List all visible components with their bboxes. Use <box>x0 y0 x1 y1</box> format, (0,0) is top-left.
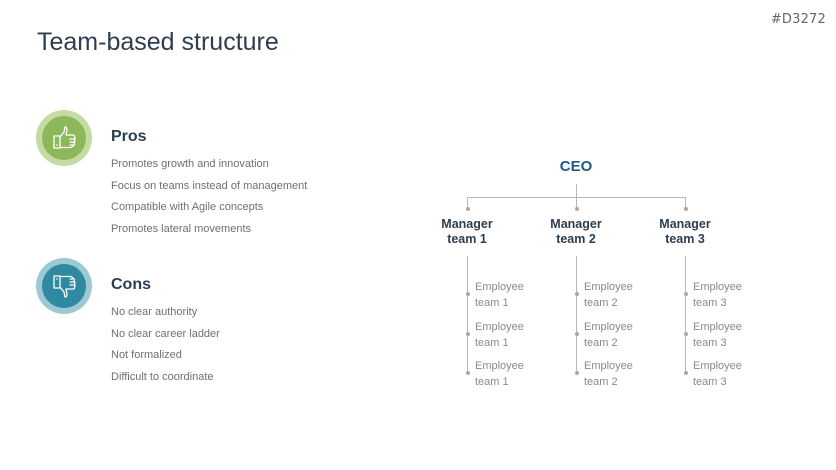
org-node-employee: Employee team 3 <box>693 358 742 390</box>
team-2-line <box>576 256 577 374</box>
employee-team: team 3 <box>693 376 727 388</box>
cons-list: No clear authority No clear career ladde… <box>111 305 220 391</box>
manager-label: Manager <box>550 217 602 231</box>
employee-team: team 2 <box>584 337 618 349</box>
employee-dot <box>574 371 579 375</box>
cons-heading: Cons <box>111 276 151 293</box>
org-node-employee: Employee team 1 <box>475 279 524 311</box>
org-node-employee: Employee team 2 <box>584 358 633 390</box>
pros-badge <box>36 110 92 166</box>
thumbs-up-icon <box>53 126 76 149</box>
connector-ceo-vertical <box>576 184 577 197</box>
employee-dot <box>683 292 688 296</box>
pros-heading: Pros <box>111 128 147 145</box>
manager-team: team 2 <box>556 232 596 246</box>
pros-item: Promotes lateral movements <box>111 222 251 235</box>
manager-label: Manager <box>659 217 711 231</box>
page-title: Team-based structure <box>37 28 279 56</box>
employee-team: team 1 <box>475 337 509 349</box>
manager-team: team 3 <box>665 232 705 246</box>
connector-m1 <box>467 197 468 208</box>
employee-team: team 1 <box>475 297 509 309</box>
employee-team: team 1 <box>475 376 509 388</box>
team-1-line <box>467 256 468 374</box>
team-3-line <box>685 256 686 374</box>
org-node-manager-1: Manager team 1 <box>422 217 512 247</box>
org-node-ceo: CEO <box>559 158 593 175</box>
org-node-employee: Employee team 3 <box>693 279 742 311</box>
pros-item: Promotes growth and innovation <box>111 158 269 170</box>
org-node-manager-3: Manager team 3 <box>640 217 730 247</box>
manager-team: team 1 <box>447 232 487 246</box>
employee-dot <box>465 332 470 336</box>
connector-dot <box>683 207 688 211</box>
cons-item: Difficult to coordinate <box>111 370 214 383</box>
pros-item: Compatible with Agile concepts <box>111 201 264 213</box>
org-node-manager-2: Manager team 2 <box>531 217 621 247</box>
thumbs-down-icon <box>53 275 76 298</box>
cons-item: No clear authority <box>111 306 198 318</box>
org-node-employee: Employee team 2 <box>584 279 633 311</box>
org-node-employee: Employee team 1 <box>475 319 524 351</box>
connector-dot <box>465 207 470 211</box>
employee-team: team 3 <box>693 337 727 349</box>
slide-id: #D3272 <box>770 12 826 27</box>
manager-label: Manager <box>441 217 493 231</box>
employee-label: Employee <box>475 321 524 333</box>
employee-dot <box>465 292 470 296</box>
employee-team: team 2 <box>584 297 618 309</box>
employee-label: Employee <box>693 360 742 372</box>
employee-label: Employee <box>584 321 633 333</box>
cons-item: Not formalized <box>111 349 182 361</box>
employee-label: Employee <box>584 360 633 372</box>
employee-label: Employee <box>693 281 742 293</box>
employee-label: Employee <box>584 281 633 293</box>
employee-label: Employee <box>475 360 524 372</box>
employee-dot <box>683 371 688 375</box>
connector-dot <box>574 207 579 211</box>
cons-badge <box>36 258 92 314</box>
employee-dot <box>465 371 470 375</box>
cons-item: No clear career ladder <box>111 327 220 340</box>
employee-label: Employee <box>693 321 742 333</box>
employee-team: team 3 <box>693 297 727 309</box>
connector-m3 <box>685 197 686 208</box>
employee-dot <box>683 332 688 336</box>
pros-list: Promotes growth and innovation Focus on … <box>111 157 307 243</box>
employee-team: team 2 <box>584 376 618 388</box>
connector-m2 <box>576 197 577 208</box>
org-node-employee: Employee team 3 <box>693 319 742 351</box>
employee-dot <box>574 292 579 296</box>
org-node-employee: Employee team 2 <box>584 319 633 351</box>
employee-dot <box>574 332 579 336</box>
org-node-employee: Employee team 1 <box>475 358 524 390</box>
pros-item: Focus on teams instead of management <box>111 179 308 192</box>
employee-label: Employee <box>475 281 524 293</box>
